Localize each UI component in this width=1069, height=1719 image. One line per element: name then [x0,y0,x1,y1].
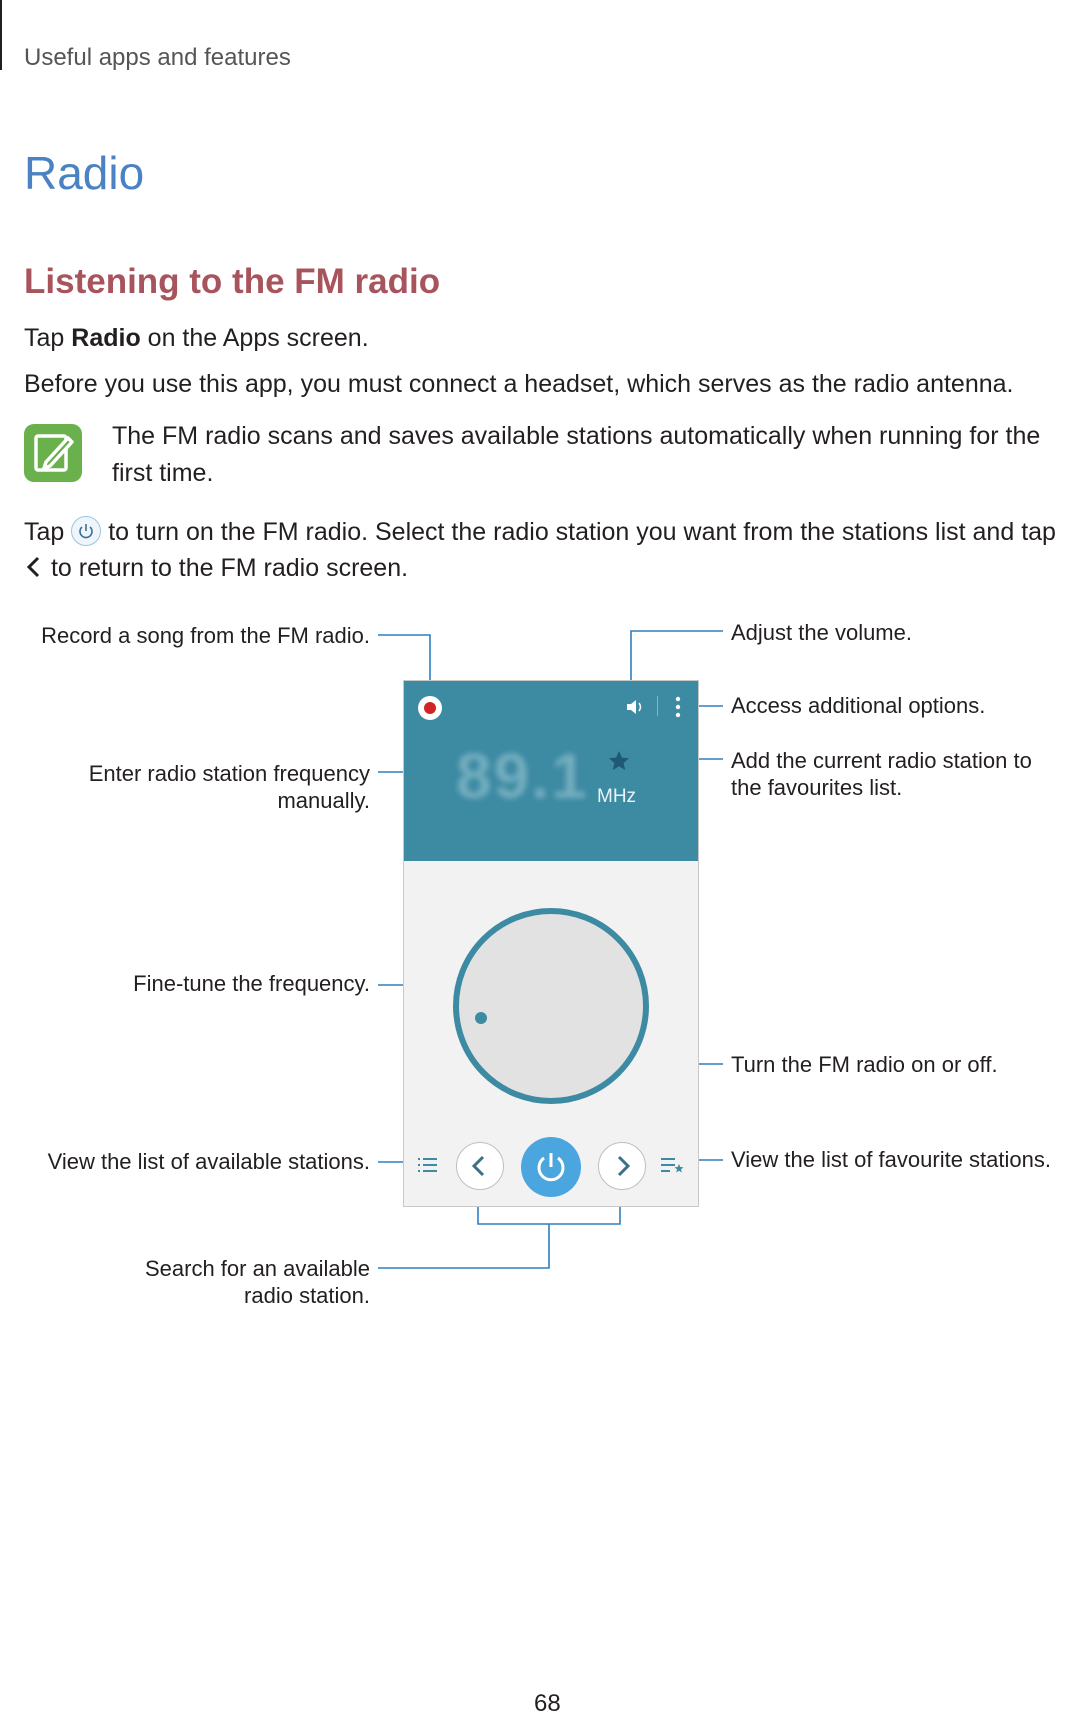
star-icon[interactable] [607,749,631,773]
frequency-display[interactable]: 89.1 [456,739,589,813]
power-icon [521,1137,581,1197]
fine-tune-callout: Fine-tune the frequency. [20,970,370,997]
more-options-icon[interactable] [674,695,682,719]
volume-callout: Adjust the volume. [731,619,1061,646]
previous-station-button[interactable] [456,1142,504,1190]
stations-list-icon[interactable] [416,1155,440,1175]
power-button[interactable] [521,1137,581,1197]
search-callout: Search for an available radio station. [90,1255,370,1309]
power-callout: Turn the FM radio on or off. [731,1051,1061,1078]
enter-freq-callout: Enter radio station frequency manually. [60,760,370,814]
frequency-unit: MHz [597,786,636,808]
record-icon [424,702,436,714]
page-number: 68 [534,1690,561,1718]
favourites-list-callout: View the list of favourite stations. [731,1146,1066,1173]
record-button[interactable] [418,696,442,720]
chevron-left-icon [457,1143,503,1189]
options-callout: Access additional options. [731,692,1061,719]
favourites-list-icon[interactable] [660,1155,686,1175]
search-callout-line [378,1224,549,1268]
tuning-dial[interactable] [453,908,649,1104]
chevron-right-icon [599,1143,645,1189]
frequency-panel: 89.1 MHz [404,681,698,861]
volume-icon[interactable] [624,696,648,718]
radio-screen: 89.1 MHz [403,680,699,1207]
stations-list-callout: View the list of available stations. [20,1148,370,1175]
tuning-dial-handle[interactable] [475,1012,487,1024]
next-station-button[interactable] [598,1142,646,1190]
record-callout: Record a song from the FM radio. [20,622,370,649]
toolbar-divider [657,696,658,716]
favourite-callout: Add the current radio station to the fav… [731,747,1051,801]
